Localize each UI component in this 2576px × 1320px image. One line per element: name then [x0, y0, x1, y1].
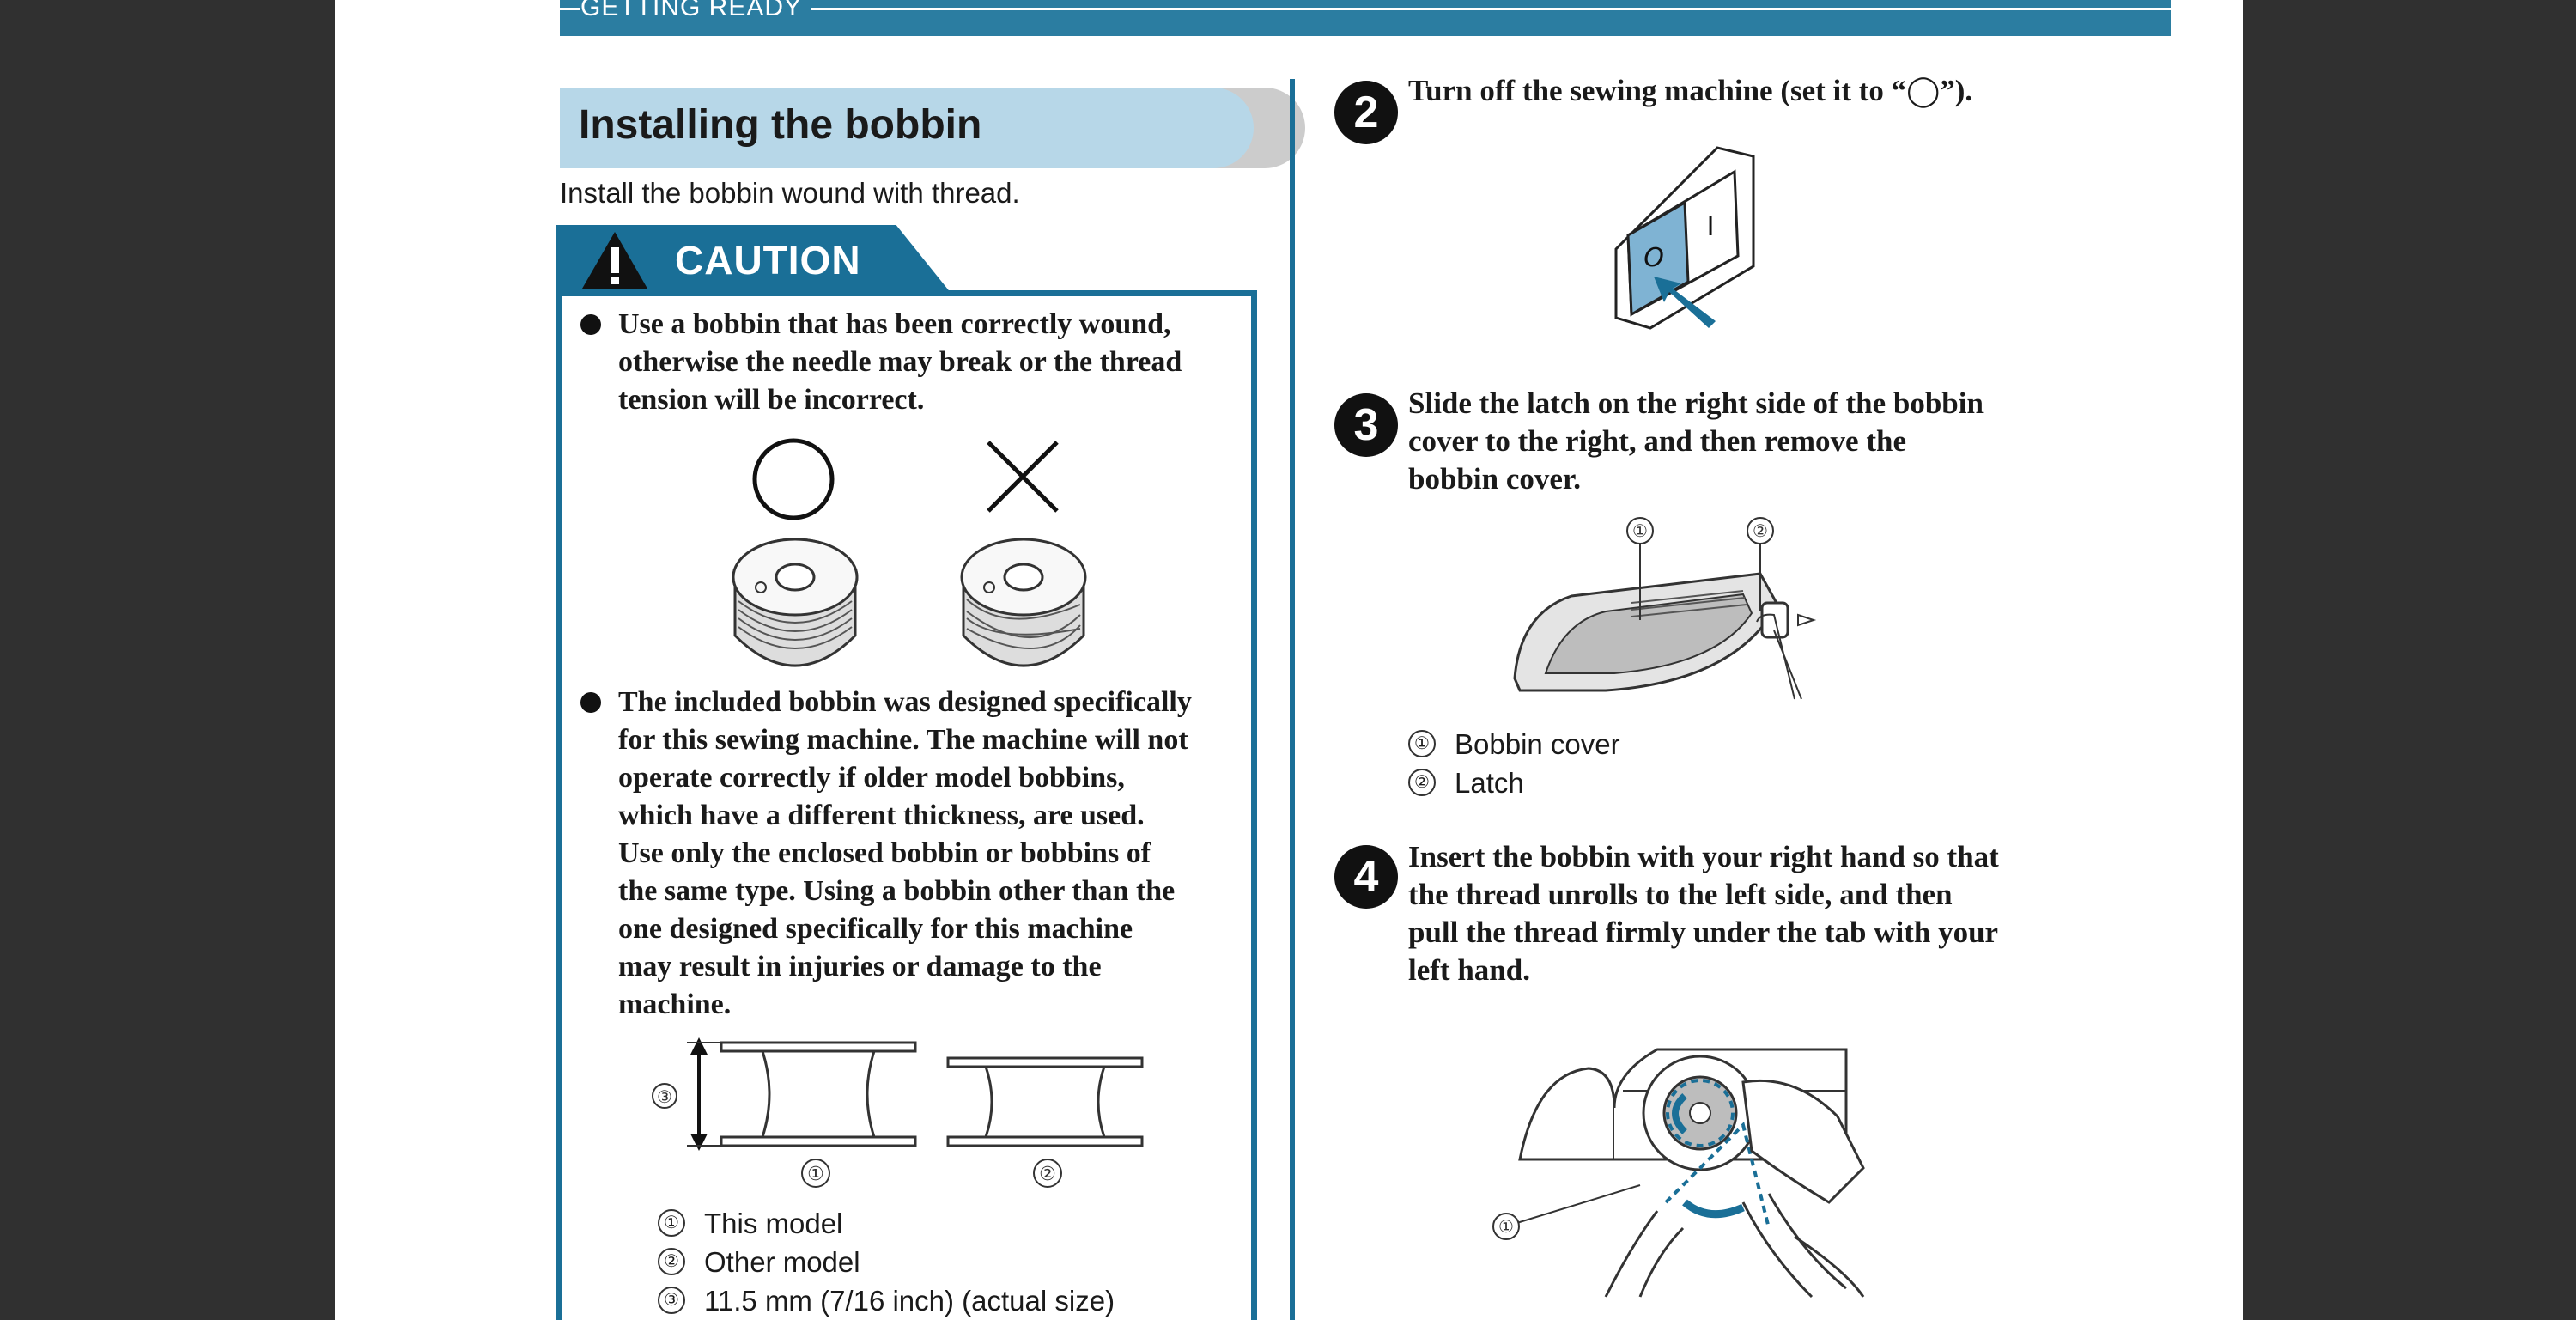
step-line: Turn off the sewing machine (set it to “… [1408, 74, 1973, 107]
section-header-bar: GETTING READY [560, 0, 2171, 36]
page-title: Installing the bobbin [579, 102, 982, 148]
step-3-text: Slide the latch on the right side of the… [1408, 385, 2112, 498]
bullet-line: one designed specifically for this machi… [618, 913, 1133, 945]
bullet-line: the same type. Using a bobbin other than… [618, 875, 1176, 907]
column-divider [1290, 79, 1295, 1320]
bullet-line: may result in injuries or damage to the [618, 951, 1102, 982]
switch-off-label: O [1643, 243, 1664, 273]
step-line: bobbin cover. [1408, 462, 1581, 496]
step-line: the thread unrolls to the left side, and… [1408, 878, 1953, 911]
warning-icon [582, 232, 647, 289]
incorrectly-wound-bobbin-icon [960, 538, 1087, 667]
bobbin-size-diagram: ③ ① ② [652, 1037, 1144, 1188]
caution-bullet-2: The included bobbin was designed specifi… [618, 684, 1236, 1024]
step-line: cover to the right, and then remove the [1408, 424, 1906, 458]
bullet-line: The included bobbin was designed specifi… [618, 686, 1192, 718]
bobbin-cover-illustration: ① ② [1513, 517, 1817, 700]
dimension-label: ③ [657, 1086, 672, 1107]
bullet-dot [580, 692, 601, 713]
switch-on-label: I [1707, 212, 1715, 242]
bullet-line: which have a different thickness, are us… [618, 800, 1145, 831]
bullet-line: for this sewing machine. The machine wil… [618, 724, 1188, 756]
bullet-line: operate correctly if older model bobbins… [618, 762, 1125, 794]
intro-text: Install the bobbin wound with thread. [560, 177, 1020, 209]
other-model-label: ② [1039, 1164, 1056, 1185]
step-line: Insert the bobbin with your right hand s… [1408, 840, 1999, 873]
step-line: left hand. [1408, 953, 1530, 987]
power-switch-illustration: O I [1614, 146, 1755, 330]
manual-page: GETTING READY Installing the bobbin Inst… [335, 0, 2243, 1320]
step-2-text: Turn off the sewing machine (set it to “… [1408, 72, 2112, 110]
header-rule [560, 8, 2171, 10]
step-line: Slide the latch on the right side of the… [1408, 386, 1984, 420]
caution-box [556, 290, 1257, 1320]
caution-label: CAUTION [675, 238, 861, 283]
step-4-text: Insert the bobbin with your right hand s… [1408, 838, 2112, 989]
bobbin-insertion-illustration: ① [1492, 1048, 1865, 1299]
title-band [560, 88, 1254, 168]
step-number-4: 4 [1334, 845, 1398, 909]
this-model-label: ① [807, 1164, 824, 1185]
latch-callout: ② [1753, 520, 1768, 541]
step-line: pull the thread firmly under the tab wit… [1408, 915, 1999, 949]
thread-callout: ① [1498, 1216, 1514, 1237]
incorrect-cross-icon [987, 441, 1059, 513]
cover-callout: ① [1632, 520, 1648, 541]
bullet-line: machine. [618, 988, 732, 1020]
correct-circle-icon [752, 438, 835, 520]
step-number-3: 3 [1334, 393, 1398, 457]
bullet-line: otherwise the needle may break or the th… [618, 346, 1182, 378]
bullet-line: Use only the enclosed bobbin or bobbins … [618, 837, 1151, 869]
bullet-dot [580, 314, 601, 335]
bullet-line: Use a bobbin that has been correctly wou… [618, 308, 1171, 340]
section-header-label: GETTING READY [580, 0, 811, 22]
correctly-wound-bobbin-icon [732, 538, 859, 667]
step-number-2: 2 [1334, 81, 1398, 144]
bullet-line: tension will be incorrect. [618, 384, 925, 416]
caution-bullet-1: Use a bobbin that has been correctly wou… [618, 306, 1219, 419]
